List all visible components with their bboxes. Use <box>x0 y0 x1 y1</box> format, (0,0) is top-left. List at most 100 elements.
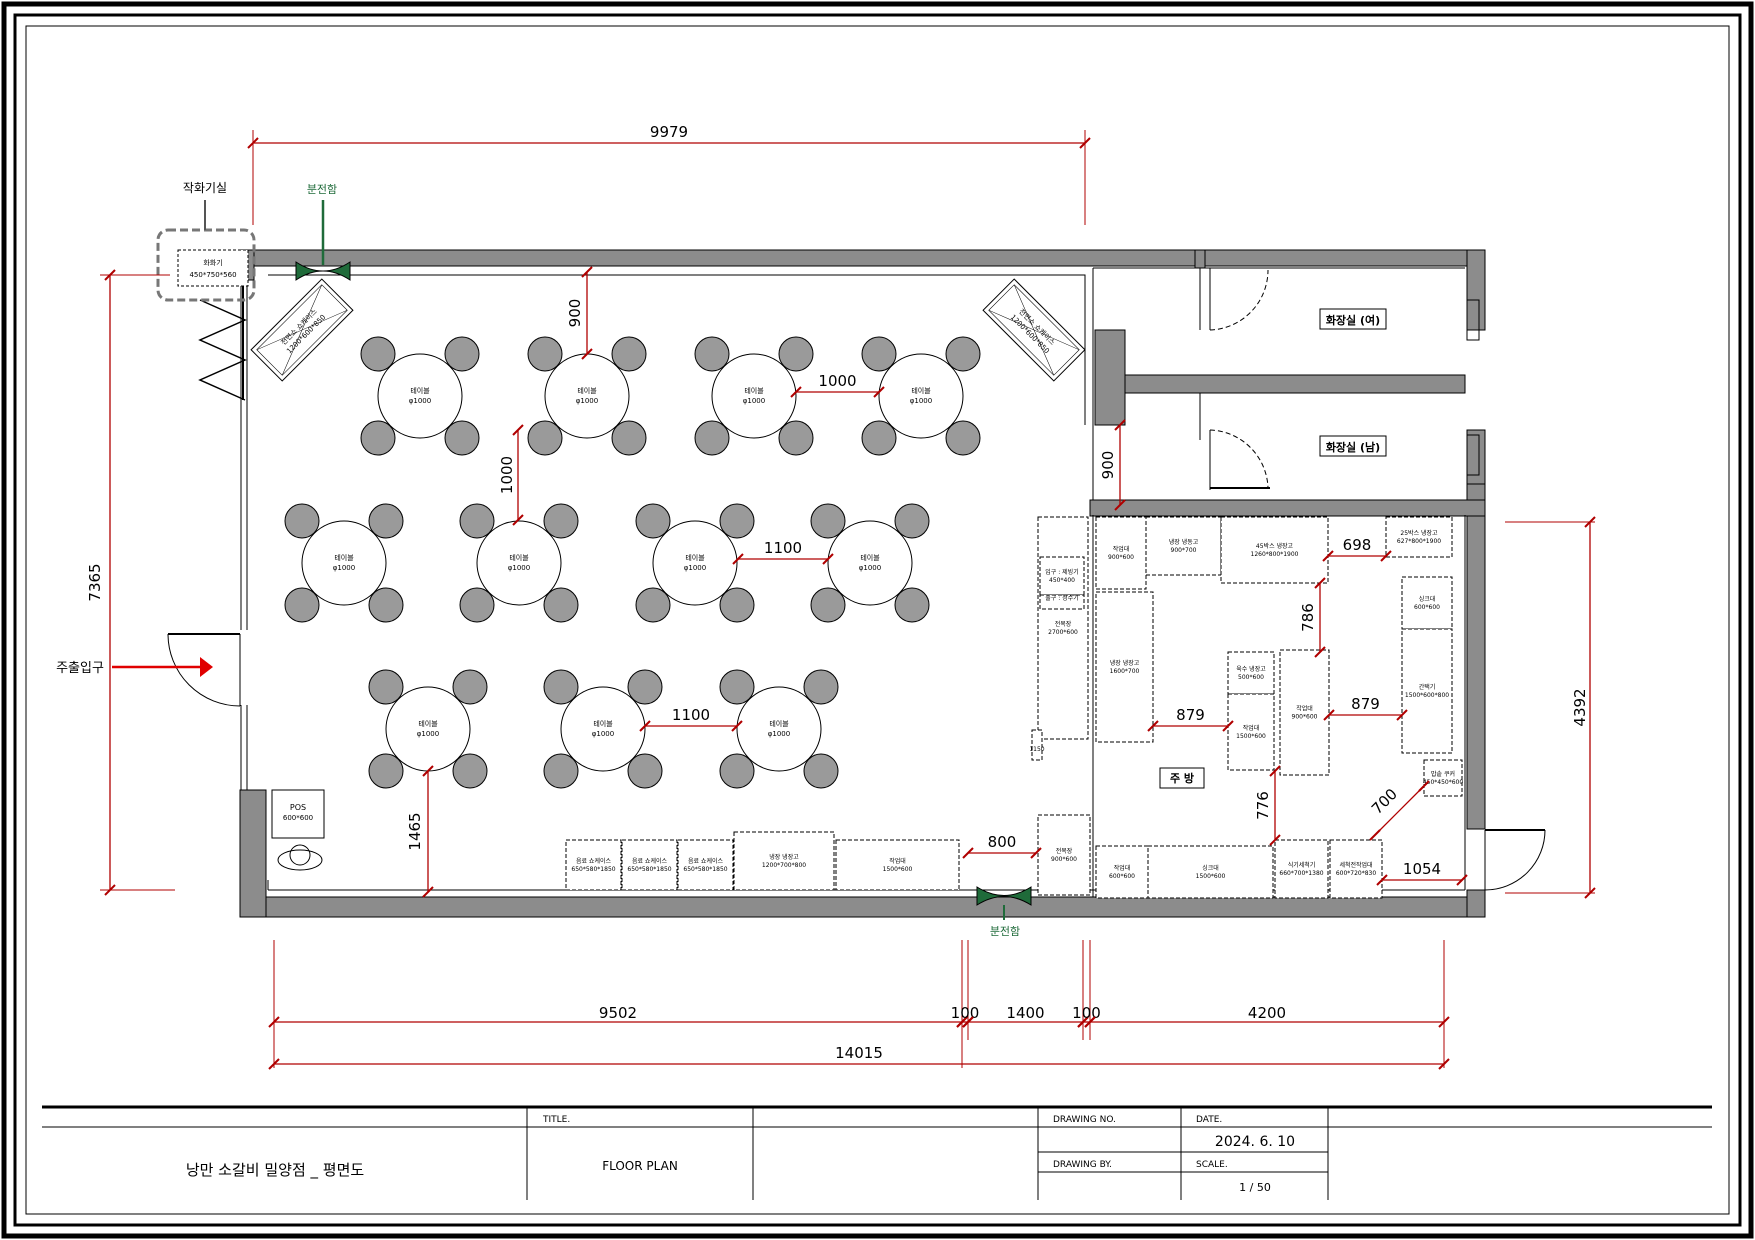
panel-bottom-label: 분전함 <box>990 925 1020 938</box>
table-size: φ1000 <box>409 397 431 405</box>
chair <box>719 587 755 623</box>
dimension-line: 879 <box>1147 706 1234 732</box>
dimension-line: 1100 <box>732 539 834 565</box>
dimension-line: 1000 <box>498 424 524 526</box>
equipment-name: 음료 쇼케이스 <box>576 857 612 865</box>
restroom-door-m[interactable] <box>1209 429 1270 490</box>
kitchen-label: 주 방 <box>1170 771 1194 785</box>
chair <box>945 336 981 372</box>
chair <box>719 669 755 705</box>
equipment-spec: 660*700*1380 <box>1279 870 1323 877</box>
equipment-spec: 1200*700*800 <box>762 862 806 869</box>
title-block <box>42 1105 1712 1200</box>
equipment-name: 음료 쇼케이스 <box>632 857 668 865</box>
entrance-door[interactable] <box>167 633 241 707</box>
table-label: 테이블 <box>744 386 764 395</box>
main-entrance-label: 주출입구 <box>56 661 104 676</box>
drawing-border <box>25 25 1730 1215</box>
title-label: TITLE. <box>542 1115 570 1125</box>
equipment-spec: 650*580*1850 <box>627 866 671 873</box>
display-showcase-right: 전면쇼 쇼케이스 1200*600*850 <box>982 278 1086 382</box>
dimension-value: 100 <box>951 1004 980 1022</box>
dimension-line: 698 <box>1322 536 1392 562</box>
back-door[interactable] <box>1484 829 1546 891</box>
date-label: DATE. <box>1196 1115 1222 1125</box>
chair <box>627 669 663 705</box>
equipment-spec: 1500*600*800 <box>1405 692 1449 699</box>
equipment-name: 냉장 냉동고 <box>1169 538 1199 546</box>
dimension-line: 4200 <box>1084 1004 1450 1028</box>
equipment-spec: 500*600 <box>1238 674 1264 681</box>
equipment-name: 세척전작업대 <box>1339 861 1372 869</box>
dimension-value: 1000 <box>818 372 856 390</box>
dimension-value: 776 <box>1254 791 1272 820</box>
restroom-door-f[interactable] <box>1209 268 1269 331</box>
dimension-line: 776 <box>1254 765 1281 846</box>
equipment-name: 작업대 <box>1113 545 1130 553</box>
equipment-name: 육수 냉장고 <box>1236 665 1266 673</box>
panel-top-label: 분전함 <box>307 183 337 196</box>
equipment-spec: 900*600 <box>1292 714 1318 721</box>
equipment-name: 식기세척기 <box>1288 861 1316 869</box>
chair <box>861 420 897 456</box>
equipment-spec: 1500*600 <box>1196 873 1226 880</box>
chair <box>719 753 755 789</box>
inner-frame <box>13 13 1742 1227</box>
equipment-spec: 600*600 <box>1109 873 1135 880</box>
equipment-spec: 627*800*1900 <box>1397 538 1441 545</box>
table-label: 테이블 <box>334 553 354 562</box>
display-showcase-left: 전면쇼 쇼케이스 1200*600*850 <box>250 278 354 382</box>
equipment-item: 출구 : 정수기 <box>1039 594 1085 610</box>
table-top <box>544 353 630 439</box>
dimension-line: 900 <box>566 266 593 360</box>
title-value: FLOOR PLAN <box>602 1159 678 1173</box>
table-label: 테이블 <box>769 719 789 728</box>
equipment-spec: 900*600 <box>1108 554 1134 561</box>
table-size: φ1000 <box>684 564 706 572</box>
table-size: φ1000 <box>910 397 932 405</box>
chair <box>527 336 563 372</box>
equipment-name: 작업대 <box>1296 705 1313 713</box>
equipment-spec: 1500*600 <box>883 866 913 873</box>
chair <box>543 503 579 539</box>
dimension-line: 4392 <box>1571 516 1596 899</box>
dimension-value: 879 <box>1351 695 1380 713</box>
table-size: φ1000 <box>859 564 881 572</box>
table-top <box>878 353 964 439</box>
chair <box>368 587 404 623</box>
table-top <box>476 520 562 606</box>
equipment-spec: 1600*700 <box>1110 668 1140 675</box>
equipment-spec: 1500*600 <box>1236 733 1266 740</box>
dimension-value: 4392 <box>1571 688 1589 726</box>
pos-counter: POS 600*600 <box>271 789 325 871</box>
chair <box>459 587 495 623</box>
drawing-no-label: DRAWING NO. <box>1053 1115 1116 1125</box>
chair <box>810 587 846 623</box>
equipment-name: 냉장 냉장고 <box>1110 659 1140 667</box>
electric-panel-bottom <box>976 886 1032 920</box>
dimension-value: 786 <box>1299 603 1317 632</box>
chair <box>284 587 320 623</box>
equipment-spec: 900*700 <box>1171 547 1197 554</box>
equipment-spec: 900*600 <box>1051 856 1077 863</box>
equipment-name: 전복장 <box>1056 847 1073 855</box>
table-size: φ1000 <box>417 730 439 738</box>
chair <box>452 753 488 789</box>
dimension-value: 900 <box>566 299 584 328</box>
equipment-name: 25박스 냉장고 <box>1400 529 1438 537</box>
dimension-line: 1100 <box>639 706 743 732</box>
dimension-value: 700 <box>1368 785 1401 818</box>
table-label: 테이블 <box>593 719 613 728</box>
